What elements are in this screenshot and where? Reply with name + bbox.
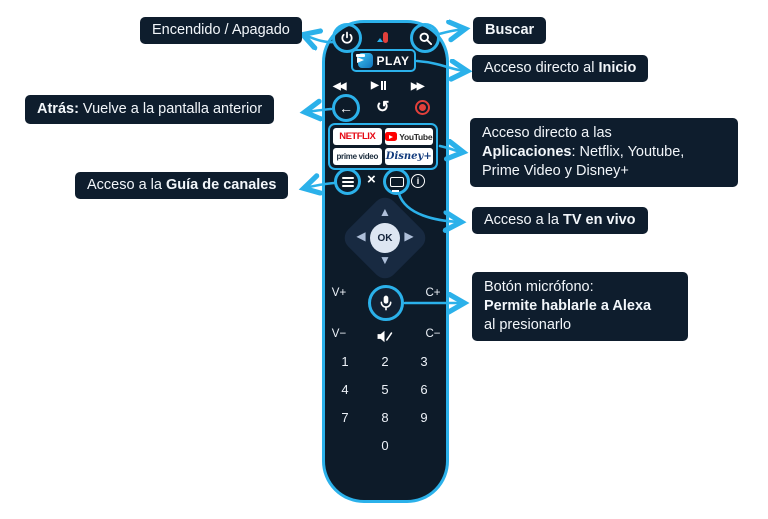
callout-mic-line2-bold: Permite hablarle a Alexa <box>484 298 652 314</box>
prime-video-button[interactable]: prime video <box>333 148 382 165</box>
callout-guide-bold: Guía de canales <box>166 177 277 193</box>
exit-button[interactable]: × <box>367 171 376 188</box>
dpad-right-button[interactable]: ▶ <box>404 229 414 243</box>
remote-control: PLAY ◀◀ ▶ ▶▶ ← ↺ NETFLIX YouTube prime v… <box>322 20 449 503</box>
digit-2-button[interactable]: 2 <box>381 354 389 369</box>
callout-home-pre: Acceso directo al <box>484 60 599 76</box>
pause-icon <box>380 81 387 90</box>
record-icon <box>419 104 426 111</box>
callout-home: Acceso directo al Inicio <box>472 55 649 82</box>
callout-apps: Acceso directo a las Aplicaciones: Netfl… <box>470 118 738 187</box>
play-icon: ▶ <box>371 80 379 91</box>
disney-plus-button[interactable]: Disney+ <box>384 148 433 165</box>
search-icon <box>419 32 432 45</box>
dpad-left-button[interactable]: ◀ <box>356 229 366 243</box>
callout-mic: Botón micrófono: Permite hablarle a Alex… <box>472 272 688 341</box>
fast-forward-button[interactable]: ▶▶ <box>411 81 424 92</box>
digit-0-button[interactable]: 0 <box>381 438 389 453</box>
replay-button[interactable]: ↺ <box>376 99 390 116</box>
mic-indicator-led <box>383 32 388 43</box>
dpad-down-button[interactable]: ▼ <box>379 253 391 267</box>
ok-button[interactable]: OK <box>370 223 400 253</box>
disney-plus-logo: Disney+ <box>385 151 432 162</box>
callout-mic-line3: al presionarlo <box>484 317 572 333</box>
play-logo-icon <box>356 53 373 68</box>
netflix-button[interactable]: NETFLIX <box>333 128 382 145</box>
callout-back: Atrás: Vuelve a la pantalla anterior <box>25 95 275 124</box>
channel-down-button[interactable]: C− <box>425 328 441 340</box>
digit-1-button[interactable]: 1 <box>341 354 349 369</box>
apps-button-group: NETFLIX YouTube prime video Disney+ <box>328 123 438 170</box>
mute-speaker-icon <box>377 330 385 343</box>
callout-live-tv: Acceso a la TV en vivo <box>472 207 648 234</box>
callout-power-text: Encendido / Apagado <box>152 22 290 38</box>
callout-live-tv-bold: TV en vivo <box>563 212 636 228</box>
rewind-button[interactable]: ◀◀ <box>333 81 346 92</box>
callout-apps-line2-bold: Aplicaciones <box>482 144 572 160</box>
play-logo-text: PLAY <box>376 53 410 68</box>
live-tv-button[interactable] <box>383 168 410 195</box>
callout-apps-line1: Acceso directo a las <box>482 125 612 141</box>
youtube-logo: YouTube <box>399 131 433 142</box>
info-icon: i <box>416 176 420 186</box>
digit-5-button[interactable]: 5 <box>381 382 389 397</box>
dpad-up-button[interactable]: ▲ <box>379 205 391 219</box>
search-button[interactable] <box>410 23 440 53</box>
connector-search <box>437 29 464 34</box>
tv-icon <box>389 176 404 187</box>
digit-8-button[interactable]: 8 <box>381 410 389 425</box>
home-button[interactable]: PLAY <box>351 49 416 72</box>
callout-apps-line3: Prime Video y Disney+ <box>482 163 629 179</box>
callout-apps-line2-post: : Netflix, Youtube, <box>571 144 685 160</box>
menu-icon <box>341 176 354 187</box>
callout-home-bold: Inicio <box>598 60 637 76</box>
volume-up-button[interactable]: V+ <box>331 287 347 299</box>
channel-up-button[interactable]: C+ <box>425 287 441 299</box>
digit-4-button[interactable]: 4 <box>341 382 349 397</box>
info-button[interactable]: i <box>411 174 425 188</box>
callout-power: Encendido / Apagado <box>140 17 302 44</box>
callout-back-bold: Atrás: <box>37 101 79 117</box>
callout-mic-line1: Botón micrófono: <box>484 279 594 295</box>
callout-back-post: Vuelve a la pantalla anterior <box>78 101 263 117</box>
callout-search: Buscar <box>473 17 547 44</box>
youtube-button[interactable]: YouTube <box>384 128 433 145</box>
callout-live-tv-pre: Acceso a la <box>484 212 563 228</box>
digit-9-button[interactable]: 9 <box>420 410 428 425</box>
callout-guide-pre: Acceso a la <box>87 177 166 193</box>
netflix-logo: NETFLIX <box>339 131 376 142</box>
guide-button[interactable] <box>334 168 361 195</box>
power-icon <box>341 31 353 44</box>
mic-button[interactable] <box>368 285 404 321</box>
play-logo-accent <box>377 38 383 42</box>
back-arrow-icon: ← <box>339 100 353 116</box>
microphone-icon <box>380 295 392 311</box>
mute-button[interactable] <box>376 329 393 344</box>
volume-down-button[interactable]: V− <box>331 328 347 340</box>
tv-icon-base <box>392 190 399 192</box>
record-button[interactable] <box>415 100 430 115</box>
digit-3-button[interactable]: 3 <box>420 354 428 369</box>
back-button[interactable]: ← <box>332 94 360 122</box>
callout-guide: Acceso a la Guía de canales <box>75 172 289 199</box>
youtube-play-icon <box>385 132 398 141</box>
digit-7-button[interactable]: 7 <box>341 410 349 425</box>
digit-6-button[interactable]: 6 <box>420 382 428 397</box>
callout-search-text: Buscar <box>485 22 535 38</box>
play-pause-button[interactable]: ▶ <box>371 80 387 91</box>
prime-video-logo: prime video <box>336 152 379 161</box>
